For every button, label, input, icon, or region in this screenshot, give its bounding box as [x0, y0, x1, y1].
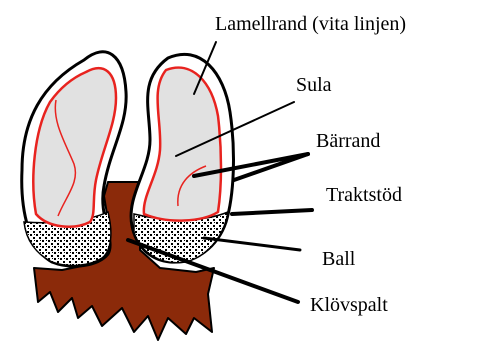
label-traktstod: Traktstöd [326, 184, 402, 206]
pointer-ball [204, 238, 300, 250]
label-sula: Sula [296, 74, 332, 96]
label-klovspalt: Klövspalt [310, 294, 388, 316]
label-ball: Ball [322, 248, 356, 270]
pointer-traktstod [232, 210, 312, 214]
label-barrand: Bärrand [316, 130, 380, 152]
label-lamellrand: Lamellrand (vita linjen) [215, 13, 406, 35]
